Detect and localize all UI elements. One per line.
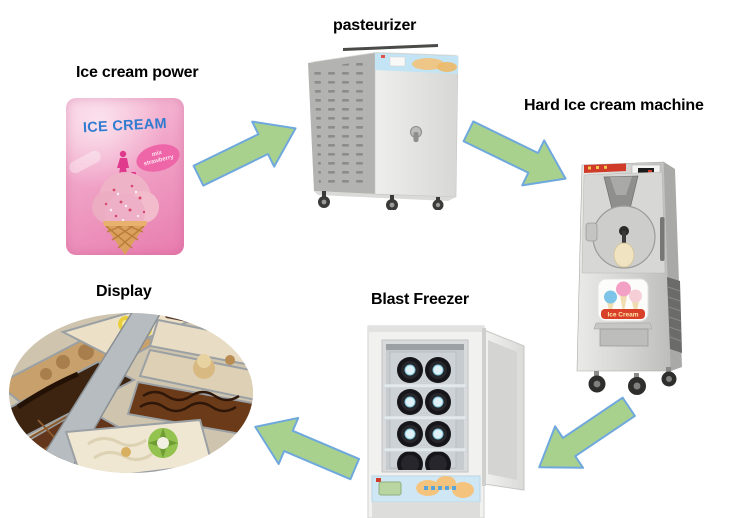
pasteurizer-latch xyxy=(410,126,422,142)
machine-caster-wheels xyxy=(588,367,677,395)
arrow-pasteurizer-to-hard-machine xyxy=(462,120,567,187)
freezer-lcd-display xyxy=(378,481,402,496)
machine-hopper xyxy=(603,175,639,210)
freezer-shelves xyxy=(383,383,467,452)
freezer-open-door xyxy=(482,328,525,491)
machine-door xyxy=(585,205,665,269)
lime-garnish xyxy=(148,428,178,458)
label-pasteurizer: pasteurizer xyxy=(333,17,417,34)
pasteurizer-caster-wheels xyxy=(318,191,444,210)
label-display: Display xyxy=(96,283,152,300)
blast-freezer-image xyxy=(367,325,525,518)
pasteurizer-handle-bar xyxy=(343,44,438,51)
arrow-blast-freezer-to-display xyxy=(254,416,361,481)
ice-cream-powder-packet-image: ICE CREAM mix strawberry xyxy=(66,98,184,255)
label-hard-ice-cream-machine: Hard Ice cream machine xyxy=(524,97,704,114)
freezer-control-band xyxy=(371,475,481,503)
machine-ice-cream-sticker: Ice Cream xyxy=(597,278,649,322)
machine-sticker-text: Ice Cream xyxy=(607,312,638,319)
arrow-hard-machine-to-blast-freezer xyxy=(538,396,636,469)
label-blast-freezer: Blast Freezer xyxy=(371,291,469,308)
waffle-cone xyxy=(103,221,147,255)
label-ice-cream-powder: Ice cream power xyxy=(76,64,199,81)
display-case-image xyxy=(9,313,253,473)
hard-ice-cream-machine-image: Ice Cream xyxy=(576,161,682,395)
machine-side-vent xyxy=(667,277,682,353)
arrow-powder-to-pasteurizer xyxy=(192,120,297,187)
freezer-fans xyxy=(397,357,451,470)
ice-cream-cone-illustration xyxy=(92,150,159,255)
pasteurizer-image xyxy=(308,44,459,210)
pasteurizer-top-band xyxy=(375,53,458,74)
pasteurizer-front-door xyxy=(374,52,459,198)
crumble-topping xyxy=(193,354,235,379)
machine-drip-tray xyxy=(593,322,653,347)
